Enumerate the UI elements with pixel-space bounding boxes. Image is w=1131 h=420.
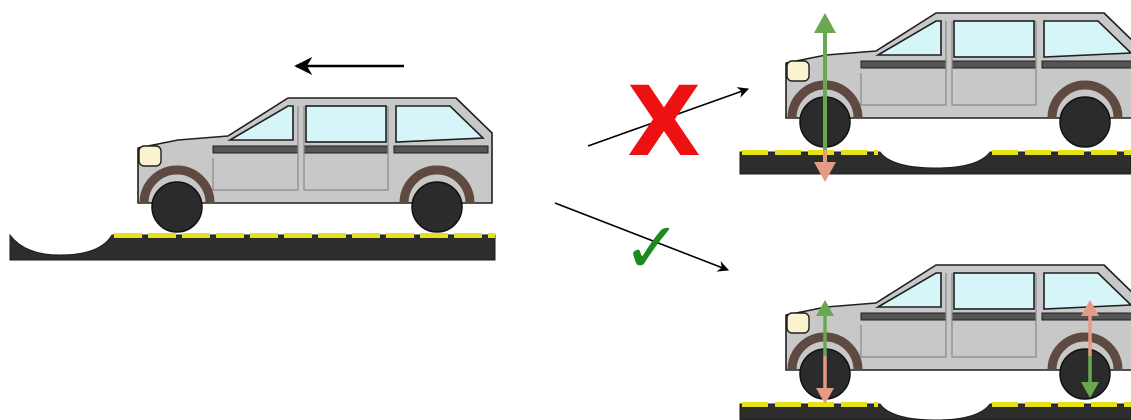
bottom-right-scene <box>740 265 1131 420</box>
top-right-scene <box>740 13 1131 182</box>
cross-mark-icon: X <box>627 66 701 178</box>
car-bottom-right <box>786 265 1131 399</box>
arrow-up-icon <box>814 13 836 33</box>
transition-wrong: X <box>588 66 748 178</box>
car-left <box>138 98 492 232</box>
road-top-right <box>740 152 1131 174</box>
check-mark-icon: ✓ <box>623 207 682 289</box>
road-left <box>10 235 495 260</box>
transition-right: ✓ <box>555 203 728 289</box>
car-top-right <box>786 13 1131 147</box>
left-scene <box>10 66 495 260</box>
